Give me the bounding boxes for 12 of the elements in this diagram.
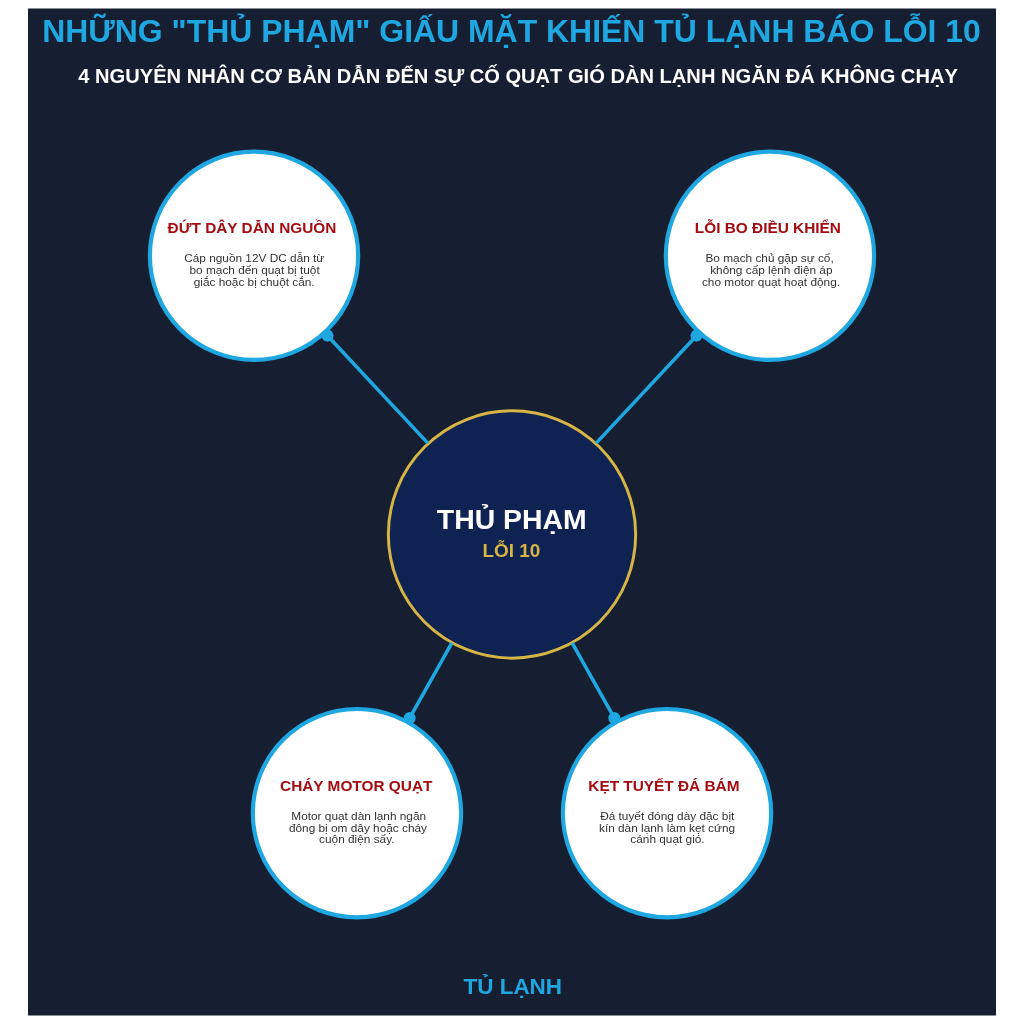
node-circle: LỖI BO ĐIỀU KHIỂN Bo mạch chủ gặp sự cố, không cấp lệnh điện áp cho motor quạt hoạt động. [663, 149, 877, 362]
node-circle: THỦ PHẠM LỖI 10 [386, 409, 638, 660]
node-circle: ĐỨT DÂY DẪN NGUỒN Cáp nguồn 12V DC dẫn từ bo mạch đến quạt bị tuột giắc hoặc bị chuột cắn. [147, 149, 361, 362]
caption: TỦ LẠNH [463, 973, 563, 999]
diagram-title: NHỮNG "THỦ PHẠM" GIẤU MẶT KHIẾN TỦ LẠNH BÁO LỖI 10 [42, 13, 981, 50]
connector [594, 329, 703, 445]
label: 4 NGUYÊN NHÂN CƠ BẢN DẪN ĐẾN SỰ CỐ QUẠT GIÓ DÀN LẠNH NGĂN ĐÁ KHÔNG CHẠY [78, 65, 958, 88]
connector [321, 329, 430, 445]
connector [403, 642, 454, 725]
connector [570, 642, 621, 725]
node-circle: KẸT TUYẾT ĐÁ BÁM Đá tuyết đóng dày đặc bịt kín dàn lạnh làm kẹt cứng cánh quạt gió. [560, 706, 774, 920]
node-circle: CHÁY MOTOR QUẠT Motor quạt dàn lạnh ngăn đông bị om dây hoặc cháy cuộn điện sấy. [250, 706, 464, 920]
